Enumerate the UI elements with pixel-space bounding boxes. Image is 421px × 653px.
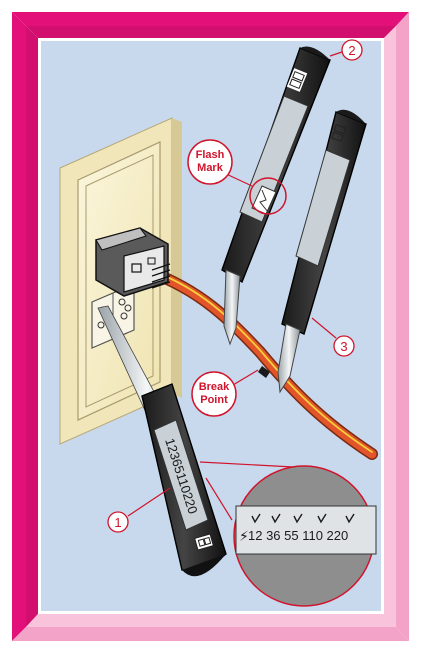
plug bbox=[96, 228, 170, 296]
break-point-line2: Point bbox=[200, 394, 228, 406]
callout-3-number: 3 bbox=[340, 339, 347, 354]
bolt-icon: ⚡ bbox=[239, 529, 249, 545]
callout-2-number: 2 bbox=[348, 43, 355, 58]
flash-mark-line2: Mark bbox=[197, 162, 224, 174]
flash-mark-line1: Flash bbox=[196, 149, 225, 161]
callout-1-number: 1 bbox=[114, 515, 121, 530]
break-point-line1: Break bbox=[199, 381, 230, 393]
zoom-scale-label: 12 36 55 110 220 bbox=[248, 528, 348, 543]
